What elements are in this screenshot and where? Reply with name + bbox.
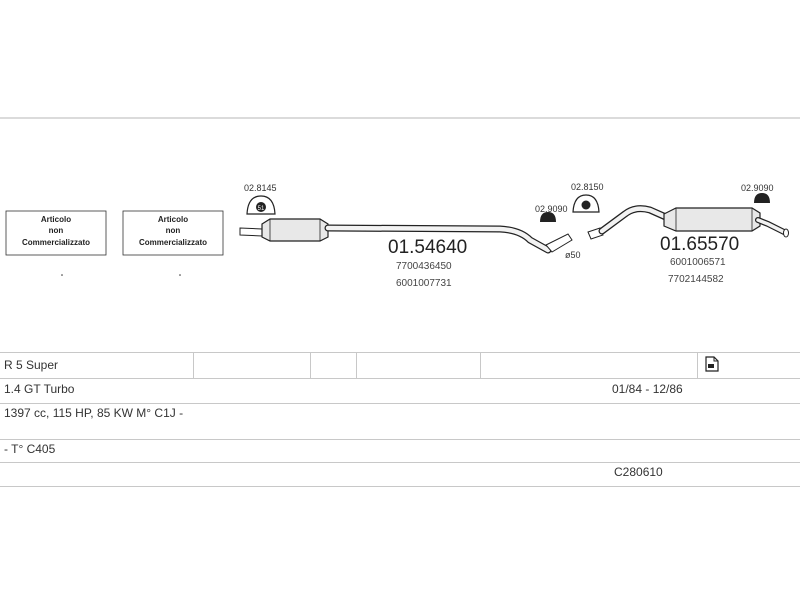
- clamp-4-icon: [754, 193, 770, 203]
- clamp-1-code: 02.8145: [244, 183, 277, 193]
- clamp-2-icon: [540, 212, 556, 222]
- box-2-line1: Articolo: [158, 215, 188, 224]
- rear-silencer-code: 01.65570: [660, 234, 739, 255]
- not-available-box-2: Articolo non Commercializzato: [122, 210, 224, 256]
- row-divider-6: [0, 486, 800, 487]
- clamp-4-code: 02.9090: [741, 183, 774, 193]
- rear-silencer: [587, 205, 789, 240]
- box-2-line2: non: [166, 226, 181, 235]
- svg-text:51: 51: [258, 206, 265, 212]
- box-1-line3: Commercializzato: [22, 238, 90, 247]
- production-period: 01/84 - 12/86: [612, 382, 683, 396]
- row-divider-1: [0, 352, 800, 353]
- box-2-line3: Commercializzato: [139, 238, 207, 247]
- clamp-2-code: 02.9090: [535, 204, 568, 214]
- not-available-box-1: Articolo non Commercializzato: [5, 210, 107, 256]
- catalog-code: C280610: [614, 465, 663, 479]
- clamp-3-code: 02.8150: [571, 182, 604, 192]
- box-1-line1: Articolo: [41, 215, 71, 224]
- row-divider-5: [0, 462, 800, 463]
- row-divider-4: [0, 439, 800, 440]
- type-code: - T° C405: [4, 442, 56, 456]
- rear-silencer-ref2: 7702144582: [668, 274, 724, 285]
- model-version: 1.4 GT Turbo: [4, 382, 75, 396]
- box-1-line2: non: [49, 226, 64, 235]
- model-name: R 5 Super: [4, 358, 59, 372]
- front-pipe-silencer: [239, 218, 573, 254]
- row-divider-2: [0, 378, 800, 379]
- front-pipe-ref1: 7700436450: [396, 261, 452, 272]
- front-pipe-code: 01.54640: [388, 237, 467, 258]
- engine-spec: 1397 cc, 115 HP, 85 KW M° C1J -: [4, 406, 184, 420]
- row-divider-3: [0, 403, 800, 404]
- diameter-label: ø50: [565, 250, 581, 260]
- rear-silencer-ref1: 6001006571: [670, 257, 726, 268]
- clamp-3-icon: [572, 194, 600, 213]
- front-pipe-ref2: 6001007731: [396, 278, 452, 289]
- clamp-1-icon: 51: [246, 195, 276, 215]
- document-icon[interactable]: [705, 356, 719, 372]
